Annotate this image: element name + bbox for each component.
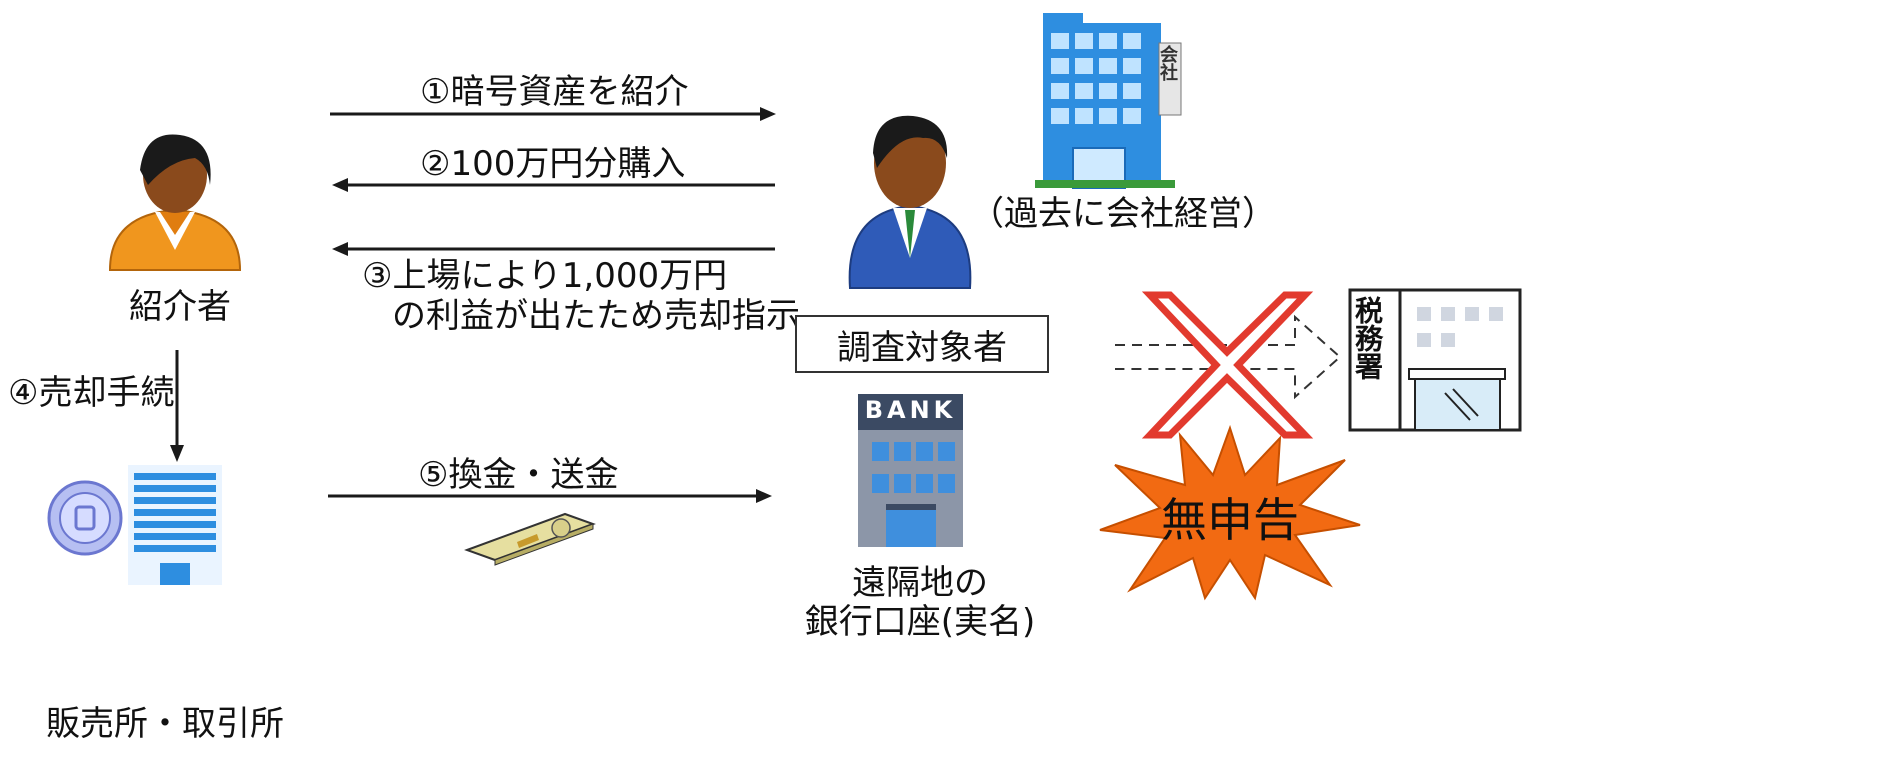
declaration-dashed-arrow (1115, 314, 1342, 400)
tax-office-sign: 税務署 (1351, 296, 1384, 380)
introducer-label: 紹介者 (129, 287, 231, 327)
step2-label: ②100万円分購入 (420, 144, 686, 184)
step3-arrow (332, 242, 775, 256)
step3-label-line1: ③上場により1,000万円 (362, 256, 728, 296)
step4-arrow (170, 350, 184, 462)
tax-office-icon (1348, 288, 1522, 432)
burst-icon (1099, 424, 1361, 601)
bank-account-line1: 遠隔地の (852, 563, 988, 603)
subject-person-icon (848, 115, 972, 289)
step1-label: ①暗号資産を紹介 (420, 72, 689, 112)
company-building-icon (1035, 13, 1182, 189)
bank-building-icon (858, 394, 963, 547)
subject-label: 調査対象者 (837, 327, 1007, 368)
cash-bundle-icon (464, 512, 596, 566)
step5-arrow (328, 489, 772, 503)
unreported-label: 無申告 (1161, 493, 1299, 547)
step2-arrow (332, 178, 775, 192)
step5-label: ⑤換金・送金 (418, 455, 619, 495)
coin-icon (47, 480, 123, 556)
step1-arrow (330, 107, 776, 121)
subject-box: 調査対象者 (795, 315, 1049, 373)
prohibited-cross-icon (1141, 291, 1314, 439)
step4-label: ④売却手続 (8, 373, 175, 413)
exchange-building-icon (128, 465, 222, 585)
introducer-person-icon (108, 134, 242, 271)
bank-sign: BANK (864, 396, 957, 424)
exchange-label: 販売所・取引所 (46, 704, 284, 744)
company-sign: 会社 (1157, 45, 1178, 81)
step3-label-line2: の利益が出たため売却指示 (392, 296, 800, 336)
company-note: （過去に会社経営） (970, 194, 1276, 234)
bank-account-line2: 銀行口座(実名) (804, 602, 1036, 642)
